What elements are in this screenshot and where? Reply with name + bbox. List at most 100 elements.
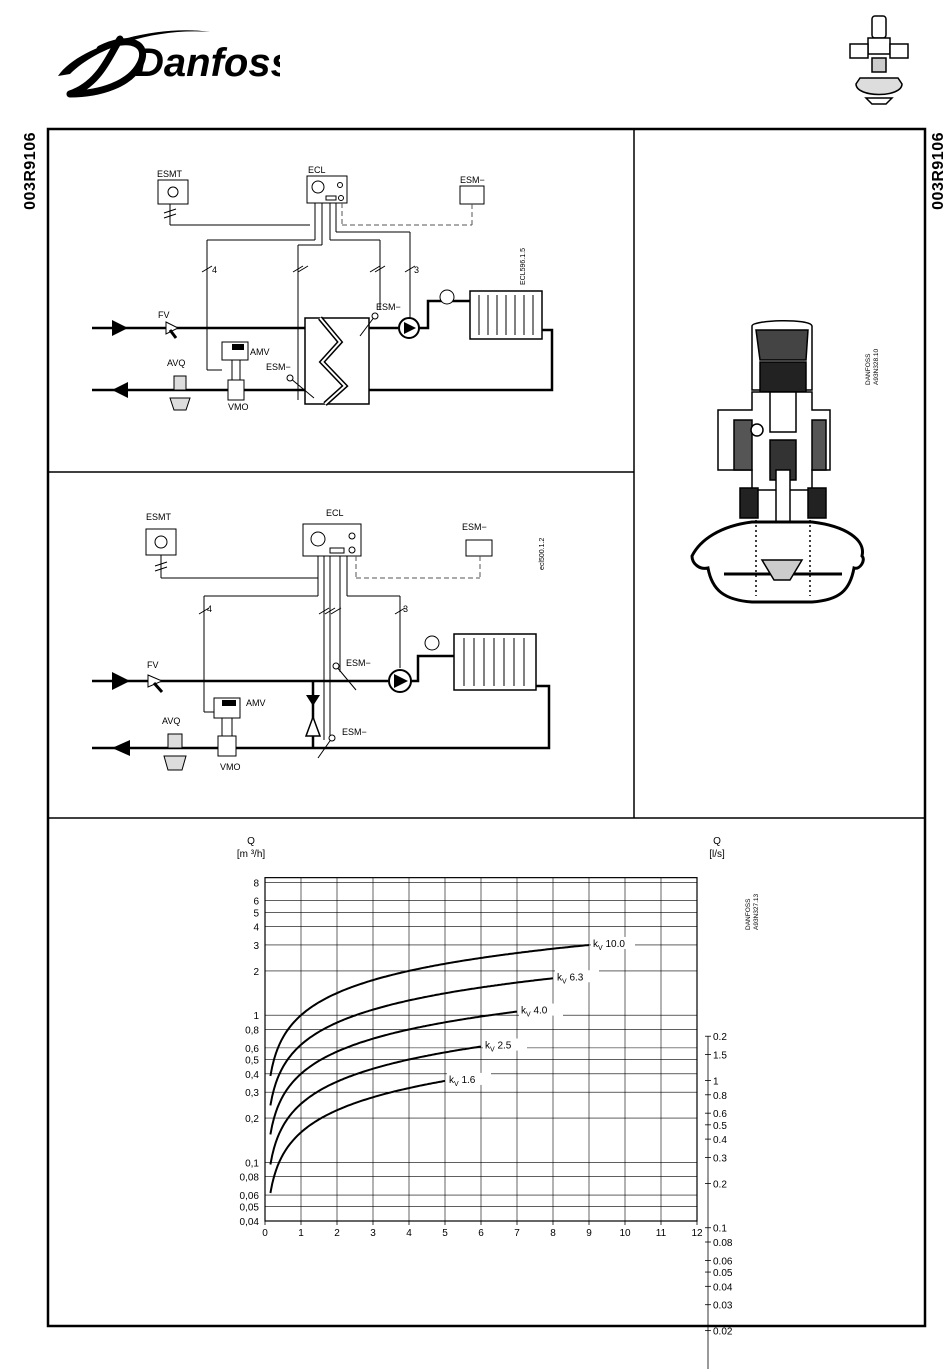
- y-tick-label-right: 0.1: [713, 1224, 727, 1235]
- y-tick-label-left: 3: [253, 941, 259, 952]
- y-tick-label-right: 0.06: [713, 1256, 733, 1267]
- vmo-label-2: VMO: [220, 762, 241, 772]
- y-tick-label-left: 0,05: [240, 1203, 260, 1214]
- chart-code: DANFOSSA93N327.13: [745, 893, 760, 930]
- heat-exchanger-1: [304, 317, 370, 405]
- diagram-1: ESMT ECL ESM− 4 3 ECL596.: [92, 165, 554, 412]
- x-tick-label: 6: [478, 1228, 484, 1239]
- esmt-label-1: ESMT: [157, 169, 183, 179]
- amv-label-1: AMV: [250, 347, 270, 357]
- y-tick-label-left: 4: [253, 923, 259, 934]
- series-line: [269, 977, 554, 1106]
- x-tick-label: 12: [691, 1228, 703, 1239]
- x-tick-label: 8: [550, 1228, 556, 1239]
- section-code-line1: DANFOSS: [865, 353, 872, 385]
- amv-label-2: AMV: [246, 698, 266, 708]
- x-tick-label: 1: [298, 1228, 304, 1239]
- series-line: [269, 1045, 482, 1165]
- esm-top-2: [465, 539, 493, 557]
- x-tick-label: 7: [514, 1228, 520, 1239]
- y-tick-label-right: 0.05: [713, 1268, 733, 1279]
- wire-count-3-1: 3: [414, 265, 419, 275]
- series-label: kV 4.0: [521, 1006, 548, 1019]
- esmt-sensor-1: [157, 179, 189, 205]
- x-tick-label: 0: [262, 1228, 268, 1239]
- diagram-code-2: ecl500.1.2: [539, 538, 546, 570]
- valve-icon: [849, 15, 909, 105]
- y-axis-label-right-unit: [l/s]: [709, 849, 725, 860]
- x-tick-label: 3: [370, 1228, 376, 1239]
- x-tick-label: 4: [406, 1228, 412, 1239]
- y-tick-label-right: 0.02: [713, 1327, 733, 1338]
- y-tick-label-left: 0,3: [245, 1088, 259, 1099]
- y-tick-label-right: 1: [713, 1077, 719, 1088]
- diagram-code-1: ECL596.1.5: [520, 248, 527, 285]
- series-label: kV 1.6: [449, 1075, 476, 1088]
- y-tick-label-right: 0.6: [713, 1109, 727, 1120]
- esm-return-label-2: ESM−: [342, 727, 367, 737]
- y-tick-label-left: 2: [253, 967, 259, 978]
- y-tick-label-left: 0,1: [245, 1158, 259, 1169]
- esm-supply-label-2: ESM−: [346, 658, 371, 668]
- series-label: kV 2.5: [485, 1041, 512, 1054]
- esm-top-label-2: ESM−: [462, 522, 487, 532]
- ecl-label-1: ECL: [308, 165, 326, 175]
- y-tick-label-right: 0.2: [713, 1179, 727, 1190]
- y-axis-label-left-unit: [m ³/h]: [237, 849, 266, 860]
- esm-top-1: [459, 185, 485, 205]
- vmo-label-1: VMO: [228, 402, 249, 412]
- flow-chart: 86543210,80,60,50,40,30,20,10,080,060,05…: [237, 836, 760, 1369]
- x-tick-label: 10: [619, 1228, 631, 1239]
- y-tick-label-right: 0.2: [713, 1032, 727, 1043]
- ecl-label-2: ECL: [326, 508, 344, 518]
- y-tick-label-left: 5: [253, 908, 259, 919]
- y-tick-label-left: 0,8: [245, 1025, 259, 1036]
- x-tick-label: 2: [334, 1228, 340, 1239]
- y-tick-label-left: 1: [253, 1011, 259, 1022]
- esmt-label-2: ESMT: [146, 512, 172, 522]
- y-tick-label-right: 0.04: [713, 1282, 733, 1293]
- outer-frame: [46, 127, 927, 1328]
- series-label-bg: [519, 1003, 563, 1016]
- y-axis-label-right-q: Q: [713, 836, 721, 847]
- section-code: DANFOSS A93N328.10: [865, 348, 880, 385]
- section-code-line2: A93N328.10: [873, 348, 880, 385]
- esm-pump-label-1: ESM−: [376, 302, 401, 312]
- fv-label-2: FV: [147, 660, 159, 670]
- brand-name: Danfoss: [135, 41, 280, 85]
- y-tick-label-right: 0.8: [713, 1091, 727, 1102]
- fv-label-1: FV: [158, 310, 170, 320]
- y-tick-label-right: 0.3: [713, 1153, 727, 1164]
- y-tick-label-left: 0,04: [240, 1217, 260, 1228]
- series-label-bg: [483, 1038, 527, 1051]
- y-tick-label-right: 0.03: [713, 1301, 733, 1312]
- series-label-bg: [591, 936, 635, 949]
- series-line: [269, 944, 590, 1077]
- series-line: [269, 1010, 518, 1135]
- y-tick-label-right: 0.08: [713, 1238, 733, 1249]
- wire-count-4-1: 4: [212, 265, 217, 275]
- y-tick-label-left: 0,06: [240, 1191, 260, 1202]
- y-tick-label-right: 0.4: [713, 1135, 727, 1146]
- series-label: kV 6.3: [557, 972, 584, 985]
- y-tick-label-left: 0,5: [245, 1056, 259, 1067]
- x-tick-label: 11: [656, 1228, 667, 1239]
- danfoss-logo: Danfoss: [58, 30, 280, 98]
- y-tick-label-left: 0,08: [240, 1173, 260, 1184]
- esm-top-label-1: ESM−: [460, 175, 485, 185]
- avq-label-2: AVQ: [162, 716, 180, 726]
- avq-label-1: AVQ: [167, 358, 185, 368]
- y-tick-label-right: 1.5: [713, 1051, 727, 1062]
- series-label-bg: [447, 1072, 491, 1085]
- y-tick-label-left: 6: [253, 897, 259, 908]
- esmt-sensor-2: [145, 528, 177, 556]
- y-tick-label-left: 0,2: [245, 1114, 259, 1125]
- y-tick-label-left: 8: [253, 878, 259, 889]
- y-tick-label-left: 0,6: [245, 1044, 259, 1055]
- series-label: kV 10.0: [593, 939, 625, 952]
- y-axis-label-left-q: Q: [247, 836, 255, 847]
- y-tick-label-left: 0,4: [245, 1070, 259, 1081]
- radiator-2: [453, 633, 537, 691]
- esm-hx-label-1: ESM−: [266, 362, 291, 372]
